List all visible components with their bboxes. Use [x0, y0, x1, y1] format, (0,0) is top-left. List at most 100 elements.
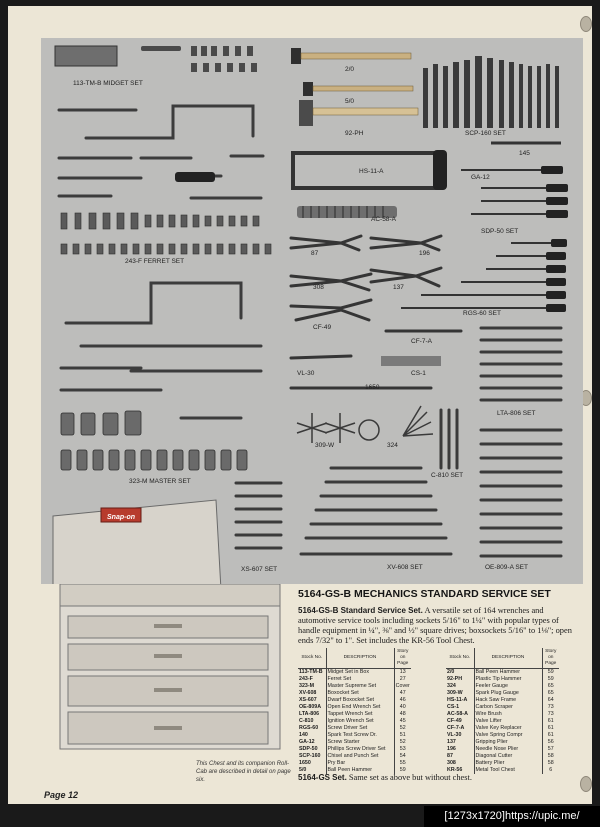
- label-308: 308: [313, 284, 324, 291]
- col-page: Story on Page: [542, 648, 559, 669]
- label-cs1: CS-1: [411, 370, 426, 377]
- label-ga12: GA-12: [471, 174, 490, 181]
- stock-cell: 137: [446, 739, 475, 746]
- page-cell: 47: [399, 690, 406, 696]
- page-cell: 61: [547, 725, 554, 731]
- description-cell: Spark Test Screw Dr.: [326, 732, 395, 739]
- page-cell: 58: [547, 760, 554, 766]
- label-145: 145: [519, 150, 530, 157]
- label-87: 87: [311, 250, 319, 257]
- contents-table-left: Stock No. DESCRIPTION Story on Page 113-…: [298, 648, 411, 774]
- page-cell: 53: [399, 746, 406, 752]
- intro-text: A versatile set of 164 wrenches and auto…: [298, 606, 572, 645]
- page-cell: 45: [399, 718, 406, 724]
- stock-cell: 324: [446, 683, 475, 690]
- description-cell: Ferret Set: [326, 676, 395, 683]
- description-cell: Ball Peen Hammer: [326, 767, 395, 774]
- label-master-set: 323-M MASTER SET: [129, 478, 191, 485]
- stock-cell: 2/0: [446, 668, 475, 676]
- label-lta806-set: LTA-806 SET: [497, 410, 536, 417]
- label-c810-set: C-810 SET: [431, 472, 464, 479]
- page-cell: 73: [547, 704, 554, 710]
- label-sdp50-set: SDP-50 SET: [481, 228, 519, 235]
- description-cell: Boxocket Set: [326, 690, 395, 697]
- page-cell: Cover: [395, 683, 410, 689]
- page-cell: 55: [399, 760, 406, 766]
- intro-model: 5164-GS-B: [298, 606, 339, 615]
- stock-cell: SCP-160: [298, 753, 327, 760]
- tool-set-photo: Snap-on 113-TM-B MIDGET SET 243-F FERRET…: [41, 38, 583, 584]
- stock-cell: 309-W: [446, 690, 475, 697]
- description-cell: Midget Set in Box: [326, 668, 395, 676]
- label-hammer-92ph: 92-PH: [345, 130, 364, 137]
- description-cell: Dwarf Boxocket Set: [326, 697, 395, 704]
- label-137: 137: [393, 284, 404, 291]
- page-cell: 27: [399, 676, 406, 682]
- stock-cell: 87: [446, 753, 475, 760]
- description-cell: Gripping Plier: [474, 739, 543, 746]
- page-cell: 59: [547, 676, 554, 682]
- footer-title: Set.: [332, 773, 347, 782]
- stock-cell: SDP-50: [298, 746, 327, 753]
- label-vl30: VL-30: [297, 370, 315, 377]
- page-cell: 61: [547, 732, 554, 738]
- watermark-banner: [1273x1720]https://upic.me/: [424, 806, 600, 827]
- page-cell: 40: [399, 704, 406, 710]
- page-cell: 6: [549, 767, 553, 773]
- description-cell: Pry Bar: [326, 760, 395, 767]
- page-cell: 46: [399, 697, 406, 703]
- description-cell: Metal Tool Chest: [474, 767, 543, 774]
- label-hs11a: HS-11-A: [359, 168, 384, 175]
- page-cell: 56: [547, 739, 554, 745]
- label-rgs60-set: RGS-60 SET: [463, 310, 501, 317]
- catalog-page: Snap-on 113-TM-B MIDGET SET 243-F FERRET…: [8, 6, 592, 804]
- description-cell: Screw Starter: [326, 739, 395, 746]
- col-description: DESCRIPTION: [326, 648, 395, 669]
- stock-cell: GA-12: [298, 739, 327, 746]
- stock-cell: 113-TM-B: [298, 668, 327, 676]
- description-cell: Ball Peen Hammer: [474, 668, 543, 676]
- stock-cell: 196: [446, 746, 475, 753]
- stock-cell: C-810: [298, 718, 327, 725]
- description-cell: Plastic Tip Hammer: [474, 676, 543, 683]
- page-cell: 54: [399, 753, 406, 759]
- tool-chest-drawers: [59, 584, 281, 750]
- page-number: Page 12: [44, 790, 79, 800]
- description-cell: Screw Driver Set: [326, 725, 395, 732]
- variant-note: 5164-GS Set. Same set as above but witho…: [298, 773, 580, 782]
- stock-cell: VL-30: [446, 732, 475, 739]
- col-stock: Stock No.: [446, 648, 475, 669]
- chest-caption: This Chest and its companion Roll-Cab ar…: [196, 761, 291, 783]
- description-cell: Phillips Screw Driver Set: [326, 746, 395, 753]
- label-hammer-5-0: 5/0: [345, 98, 355, 105]
- col-page: Story on Page: [394, 648, 411, 669]
- description-cell: Valve Lifter: [474, 718, 543, 725]
- page-cell: 59: [399, 767, 406, 773]
- label-ferret-set: 243-F FERRET SET: [125, 258, 185, 265]
- description-cell: Diagonal Cutter: [474, 753, 543, 760]
- stock-cell: HS-11-A: [446, 697, 475, 704]
- description-cell: Hack Saw Frame: [474, 697, 543, 704]
- stock-cell: CS-1: [446, 704, 475, 711]
